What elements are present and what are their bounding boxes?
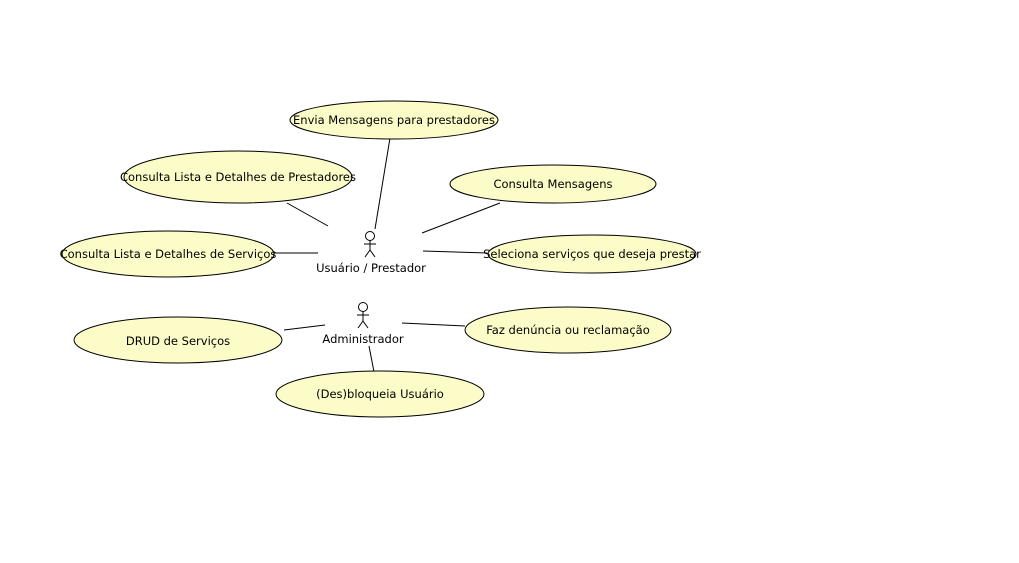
association-user-consulta-mensagens bbox=[421, 202, 501, 234]
use-case-consulta-servicos[interactable]: Consulta Lista e Detalhes de Serviços bbox=[60, 230, 277, 278]
use-case-seleciona-servicos[interactable]: Seleciona serviços que deseja prestar bbox=[483, 234, 701, 274]
actor-usuario-prestador[interactable]: Usuário / Prestador bbox=[316, 231, 426, 276]
actor-stick-figure-icon bbox=[357, 302, 369, 329]
use-case-label: Consulta Lista e Detalhes de Serviços bbox=[60, 247, 277, 261]
association-user-seleciona bbox=[422, 250, 488, 254]
use-case-label: Faz denúncia ou reclamação bbox=[486, 323, 650, 337]
actor-administrador[interactable]: Administrador bbox=[322, 302, 404, 347]
association-user-consulta-prestadores bbox=[286, 202, 329, 227]
actor-label: Usuário / Prestador bbox=[316, 261, 426, 275]
association-admin-bloqueia bbox=[368, 345, 375, 373]
use-case-envia-mensagens[interactable]: Envia Mensagens para prestadores bbox=[289, 100, 499, 140]
use-case-label: (Des)bloqueia Usuário bbox=[316, 387, 444, 401]
use-case-label: Consulta Lista e Detalhes de Prestadores bbox=[120, 170, 356, 184]
use-case-consulta-prestadores[interactable]: Consulta Lista e Detalhes de Prestadores bbox=[120, 150, 356, 204]
actor-label: Administrador bbox=[322, 332, 403, 346]
use-case-label: Consulta Mensagens bbox=[493, 177, 612, 191]
use-case-desbloqueia-usuario[interactable]: (Des)bloqueia Usuário bbox=[275, 370, 485, 418]
use-case-drud-servicos[interactable]: DRUD de Serviços bbox=[73, 316, 283, 364]
association-user-envia bbox=[374, 137, 391, 230]
association-admin-drud bbox=[283, 324, 326, 331]
use-case-label: Envia Mensagens para prestadores bbox=[293, 113, 495, 127]
actor-stick-figure-icon bbox=[364, 231, 376, 258]
association-admin-denuncia bbox=[401, 322, 466, 327]
use-case-label: Seleciona serviços que deseja prestar bbox=[483, 247, 701, 261]
use-case-faz-denuncia[interactable]: Faz denúncia ou reclamação bbox=[464, 306, 672, 354]
use-case-label: DRUD de Serviços bbox=[126, 334, 230, 348]
use-case-consulta-mensagens[interactable]: Consulta Mensagens bbox=[449, 164, 657, 204]
